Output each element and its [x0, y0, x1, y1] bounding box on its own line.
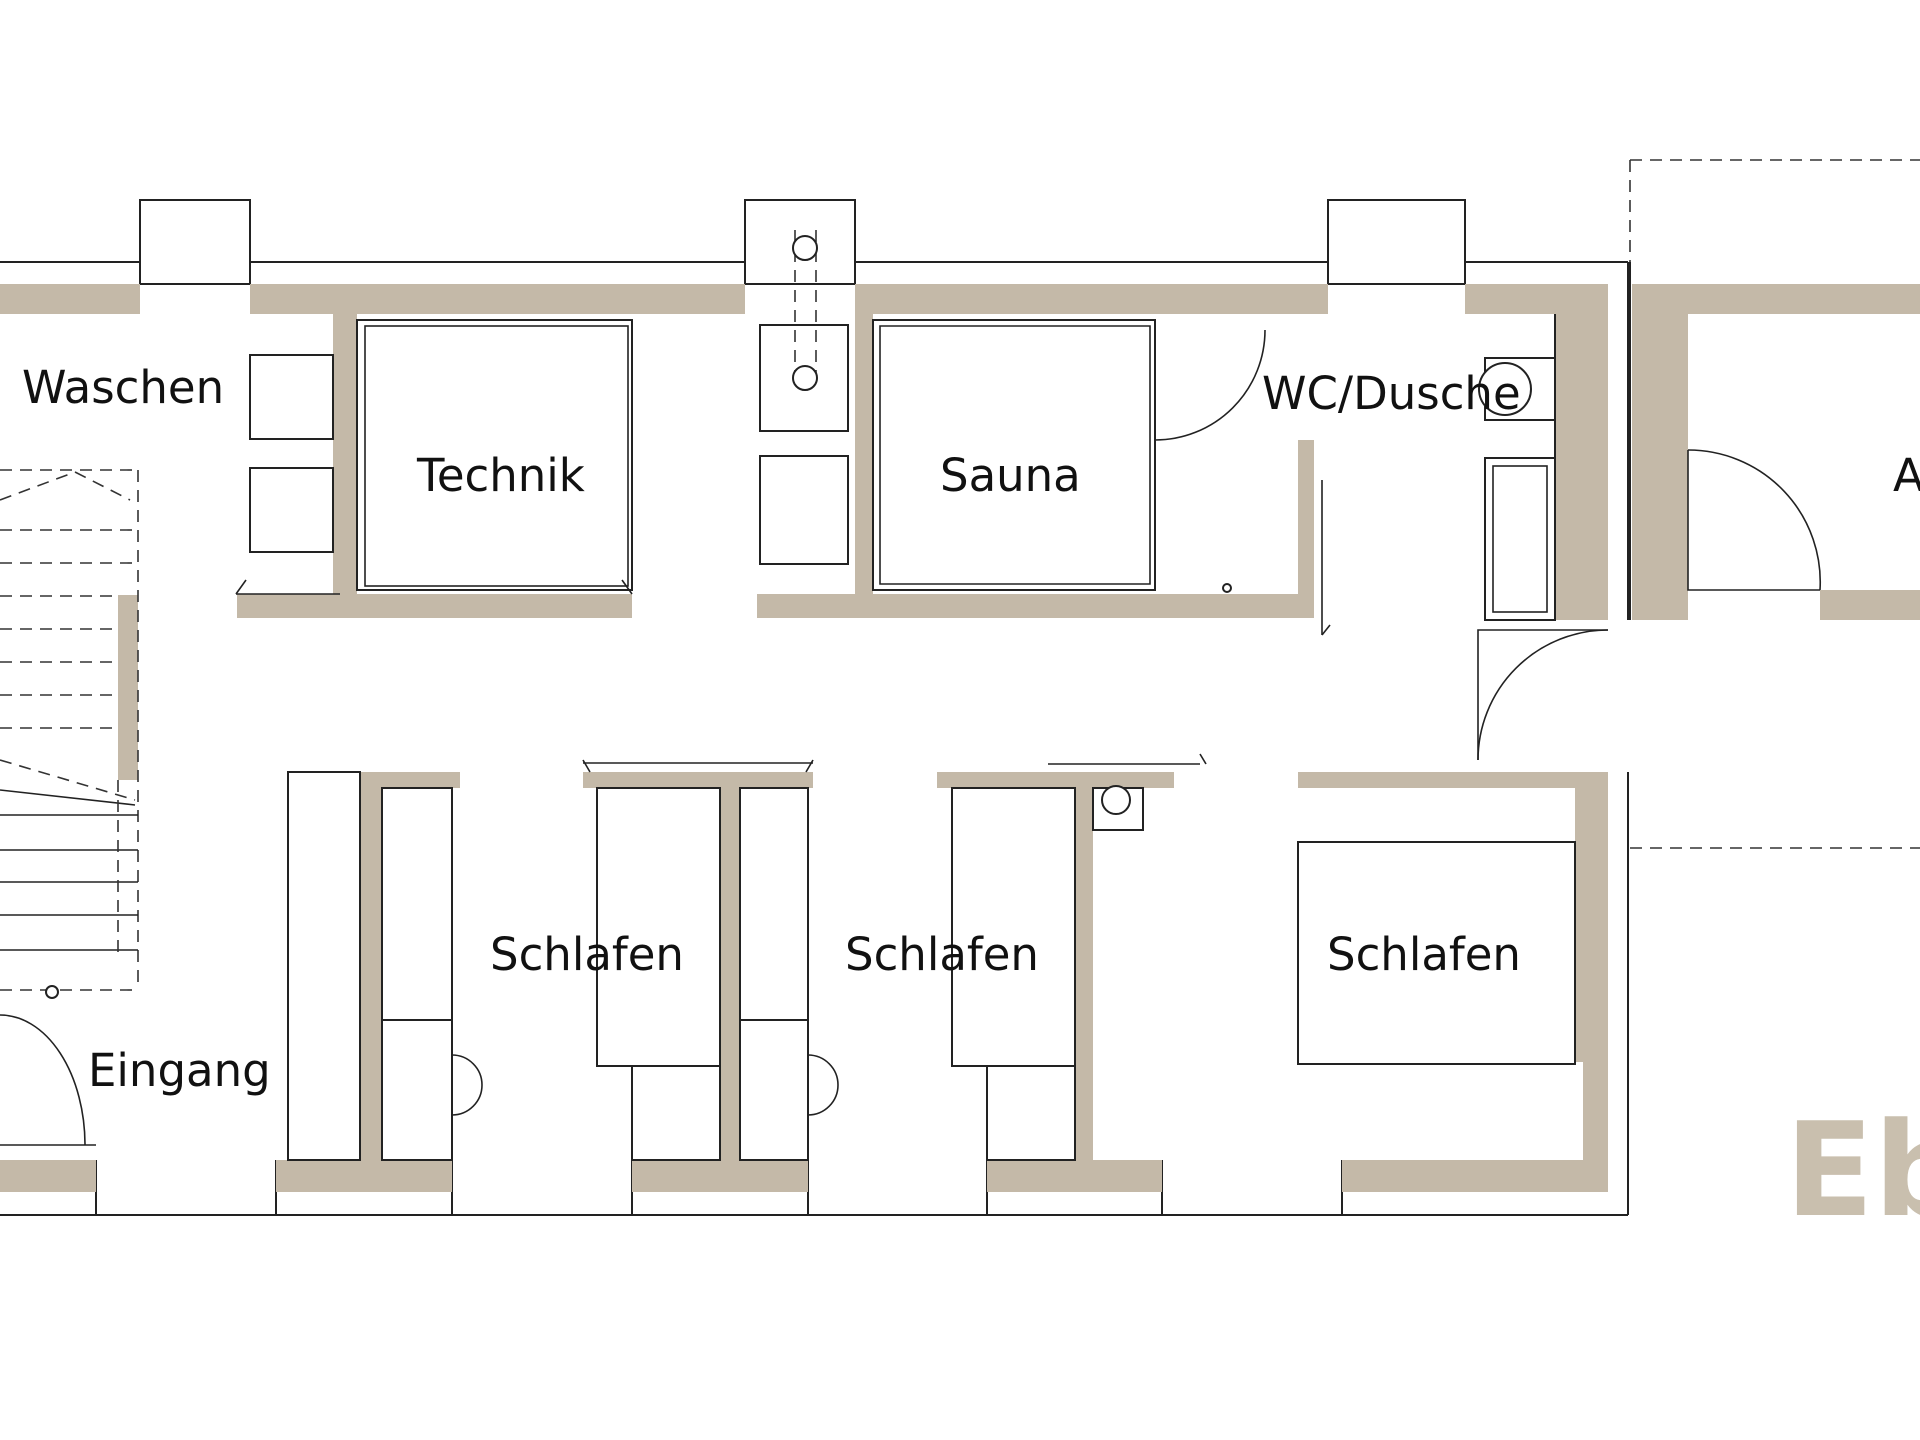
washing-machines: [249, 354, 334, 553]
room-label-schlafen-2: Schlafen: [845, 928, 1039, 981]
room-label-schlafen-3: Schlafen: [1327, 928, 1521, 981]
room-label-waschen: Waschen: [22, 361, 224, 414]
room-label-right-partial: A: [1893, 449, 1920, 502]
sauna-box: [872, 319, 1266, 593]
staircase: [0, 469, 139, 999]
room-label-wc-dusche: WC/Dusche: [1262, 367, 1521, 420]
wc-fixtures: [1321, 314, 1556, 636]
shaft-column: [759, 230, 849, 565]
room-label-eingang: Eingang: [88, 1044, 271, 1097]
technik-door-marks: [235, 579, 633, 595]
right-unit-door: [1687, 449, 1822, 591]
technik-box: [356, 319, 633, 591]
room-label-schlafen-1: Schlafen: [490, 928, 684, 981]
bedroom-furniture: [287, 753, 1576, 1161]
brand-lettering: Eb: [1785, 1094, 1920, 1246]
right-unit-outline: [1629, 159, 1920, 849]
room-label-sauna: Sauna: [940, 449, 1081, 502]
room-label-technik: Technik: [416, 449, 585, 502]
window-bays: [139, 199, 1466, 285]
entrance-door: [0, 1014, 96, 1146]
wc-door: [1477, 629, 1609, 761]
walls: [0, 284, 1920, 1192]
room-labels: Waschen Technik Sauna WC/Dusche Eingang …: [22, 361, 1920, 1097]
